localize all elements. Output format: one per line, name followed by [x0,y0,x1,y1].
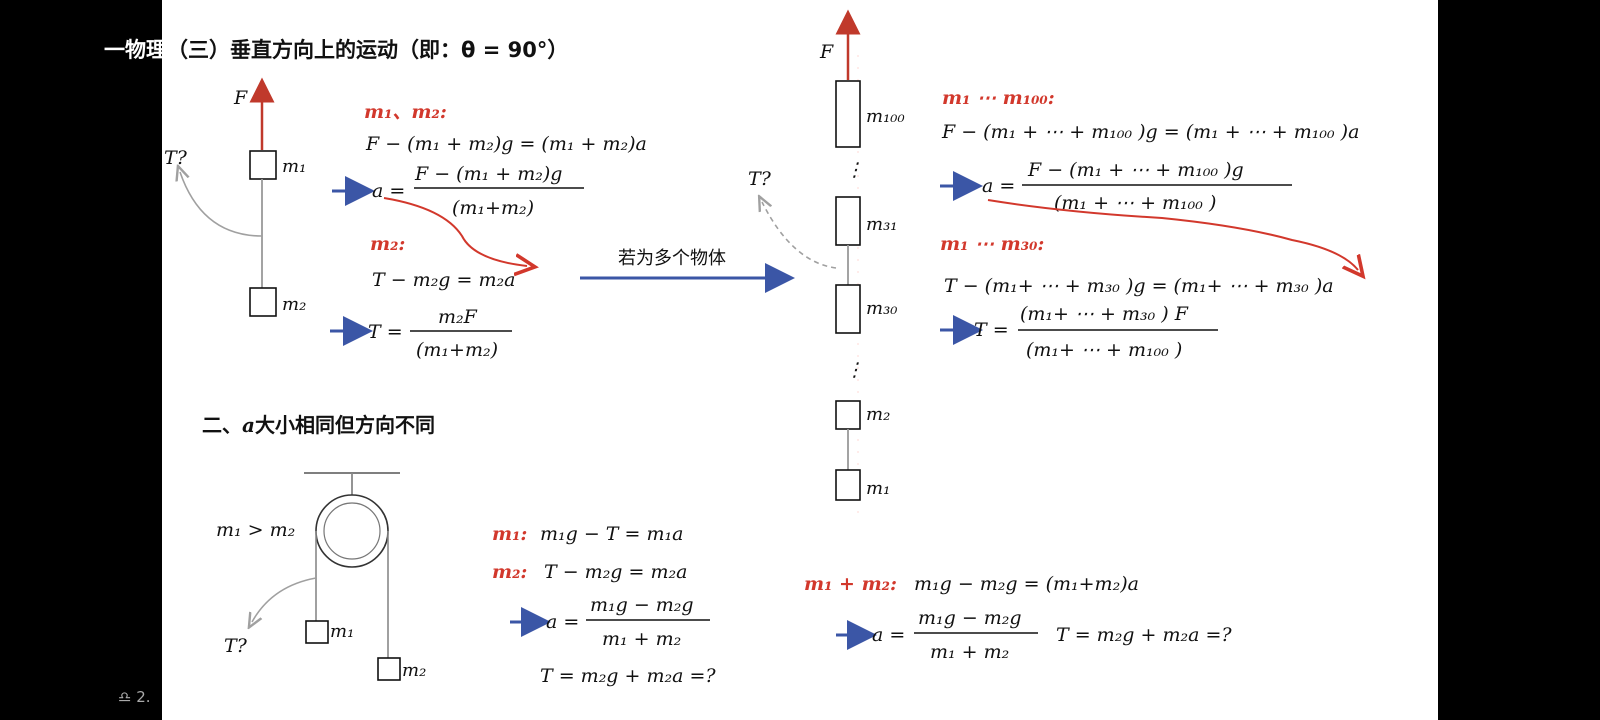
a-denominator: m₁ + m₂ [930,641,1009,663]
block-m2 [835,400,861,430]
pulley-block-m2 [377,657,401,681]
a-lhs: a = [372,180,405,202]
a-lhs: a = [982,175,1015,197]
ellipsis: ⋮ [845,359,864,381]
block-m1 [835,469,861,501]
substitution-arrow [987,199,1358,270]
slide-title: 一物理（三）垂直方向上的运动（即：θ = 90°） [104,34,568,64]
a-denominator: (m₁+m₂) [452,197,534,219]
substitution-arrow [383,197,527,266]
eq-label-m1-m30: m₁ ⋯ m₃₀: [940,233,1044,255]
heading-prefix: 二、 [202,413,242,437]
pulley-equations: m₁: m₁g − T = m₁a m₂: T − m₂g = m₂a a = … [492,523,716,687]
slide-canvas: F m₁ m₂ T? m₁、m₂: F − (m₁ + m₂)g = (m₁ +… [162,0,1438,720]
heading-rest: 大小相同但方向不同 [255,413,435,437]
eq-m2: T − m₂g = m₂a [544,561,687,583]
block-m100-label: m₁₀₀ [866,106,905,127]
slide-svg: F m₁ m₂ T? m₁、m₂: F − (m₁ + m₂)g = (m₁ +… [164,9,1438,687]
eq-label-system: m₁ + m₂: [804,573,897,595]
block-m100 [835,80,861,148]
viewer-counter: ♎︎ 2. [118,688,151,706]
eq-label-m2: m₂: [492,561,527,583]
eq-system: m₁g − m₂g = (m₁+m₂)a [914,573,1139,595]
T-denominator: (m₁+m₂) [416,339,498,361]
a-numerator: m₁g − m₂g [590,594,694,616]
T-numerator: (m₁+ ⋯ + m₃₀ ) F [1020,303,1189,325]
mass-condition: m₁ > m₂ [216,519,295,541]
T-lhs: T = [368,321,403,343]
pulley-tension-arrow [252,577,317,622]
transition: 若为多个物体 [580,248,795,293]
eq-label-m1m2: m₁、m₂: [364,101,447,123]
counter-text: 2. [136,688,151,706]
right-equations: m₁ ⋯ m₁₀₀: F − (m₁ + ⋯ + m₁₀₀ )g = (m₁ +… [940,87,1359,361]
transition-label: 若为多个物体 [618,248,726,269]
a-denominator: (m₁ + ⋯ + m₁₀₀ ) [1054,192,1216,214]
T-denominator: (m₁+ ⋯ + m₁₀₀ ) [1026,339,1182,361]
chain-tension-label: T? [748,168,772,190]
block-m1-label: m₁ [282,156,306,177]
T-equation: T = m₂g + m₂a =? [540,665,716,687]
eq-newton-lower: T − (m₁+ ⋯ + m₃₀ )g = (m₁+ ⋯ + m₃₀ )a [944,275,1334,297]
a-numerator: F − (m₁ + ⋯ + m₁₀₀ )g [1027,159,1244,181]
people-icon: ♎︎ [118,688,137,706]
block-m2-label: m₂ [866,404,890,425]
block-m2-label: m₂ [282,294,306,315]
chain-force-label: F [819,41,834,63]
a-lhs: a = [546,611,579,633]
left-equations: m₁、m₂: F − (m₁ + m₂)g = (m₁ + m₂)a a = F… [330,101,647,361]
tension-arrow [180,172,263,237]
pulley-block-m2-label: m₂ [402,660,426,681]
eq-m1: m₁g − T = m₁a [540,523,683,545]
block-m2 [249,287,277,317]
block-m30-label: m₃₀ [866,298,898,319]
eq-label-m2: m₂: [370,233,405,255]
block-m31 [835,196,861,246]
left-system-diagram: F m₁ m₂ T? [164,77,306,317]
pulley-diagram: m₁ m₂ T? m₁ > m₂ [216,472,426,681]
T-lhs: T = [974,319,1009,341]
pulley-block-m1 [305,620,329,644]
block-m30 [835,284,861,334]
block-m31-label: m₃₁ [866,214,898,235]
a-lhs: a = [872,624,905,646]
block-m1 [249,150,277,180]
title-prefix: 一物理 [104,38,167,62]
eq-newton-chain: F − (m₁ + ⋯ + m₁₀₀ )g = (m₁ + ⋯ + m₁₀₀ )… [941,121,1359,143]
title-rest: （三）垂直方向上的运动（即：θ = 90°） [167,38,569,62]
pulley-block-m1-label: m₁ [330,621,354,642]
eq-label-m1-m100: m₁ ⋯ m₁₀₀: [942,87,1055,109]
section2-heading: 二、a大小相同但方向不同 [202,413,435,437]
a-denominator: m₁ + m₂ [602,628,681,650]
heading-a: a [242,413,255,437]
eq-newton-system: F − (m₁ + m₂)g = (m₁ + m₂)a [365,133,647,155]
force-label: F [233,87,248,109]
tension-label: T? [164,147,188,169]
eq-newton-m2: T − m₂g = m₂a [372,269,515,291]
T-equation: T = m₂g + m₂a =? [1056,624,1232,646]
pulley-wheel [315,494,389,568]
ellipsis: ⋮ [845,159,864,181]
system-equations: m₁ + m₂: m₁g − m₂g = (m₁+m₂)a a = m₁g − … [804,573,1232,663]
chain-diagram: F m₁₀₀ ⋮ m₃₁ m₃₀ T? ⋮ m₂ m₁ [748,9,905,520]
T-numerator: m₂F [438,306,478,328]
pulley-inner [323,502,381,560]
eq-label-m1: m₁: [492,523,527,545]
chain-tension-arrow [762,202,837,269]
a-numerator: m₁g − m₂g [918,607,1022,629]
a-numerator: F − (m₁ + m₂)g [414,163,562,185]
pulley-tension-label: T? [224,635,248,657]
block-m1-label: m₁ [866,478,890,499]
